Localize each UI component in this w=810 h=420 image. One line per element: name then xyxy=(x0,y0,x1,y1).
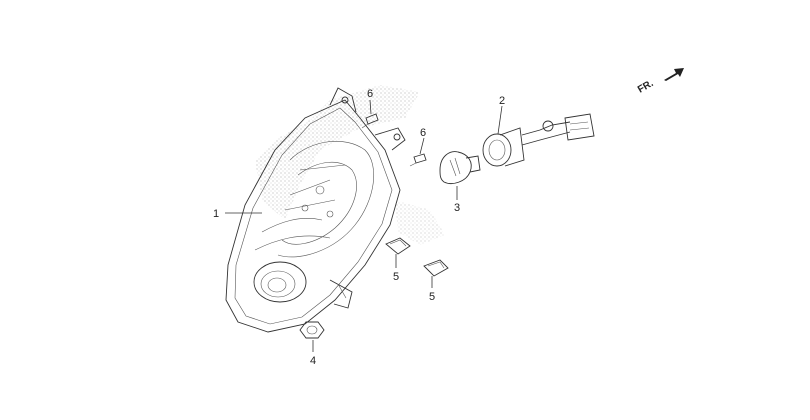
callout-6a: 6 xyxy=(367,88,373,100)
clip-a xyxy=(385,237,411,255)
headlight-assembly xyxy=(225,87,406,333)
callout-5a: 5 xyxy=(393,271,399,283)
stipple-shading xyxy=(255,85,445,245)
callout-2: 2 xyxy=(499,95,505,107)
callout-1: 1 xyxy=(213,208,219,220)
callout-3: 3 xyxy=(454,202,460,214)
screw-b xyxy=(409,153,427,167)
screw-a xyxy=(361,113,379,129)
callout-5b: 5 xyxy=(429,291,435,303)
socket-harness xyxy=(482,113,595,167)
clip-b xyxy=(423,259,449,277)
callout-4: 4 xyxy=(310,355,316,367)
callouts: 1 2 3 4 5 5 6 6 xyxy=(213,88,505,367)
nut xyxy=(299,321,325,339)
leader-lines xyxy=(225,99,503,352)
front-arrow-icon xyxy=(664,68,684,81)
bulb xyxy=(439,151,481,184)
front-direction-indicator: FR. xyxy=(636,68,684,96)
callout-6b: 6 xyxy=(420,127,426,139)
front-direction-label: FR. xyxy=(636,78,656,96)
